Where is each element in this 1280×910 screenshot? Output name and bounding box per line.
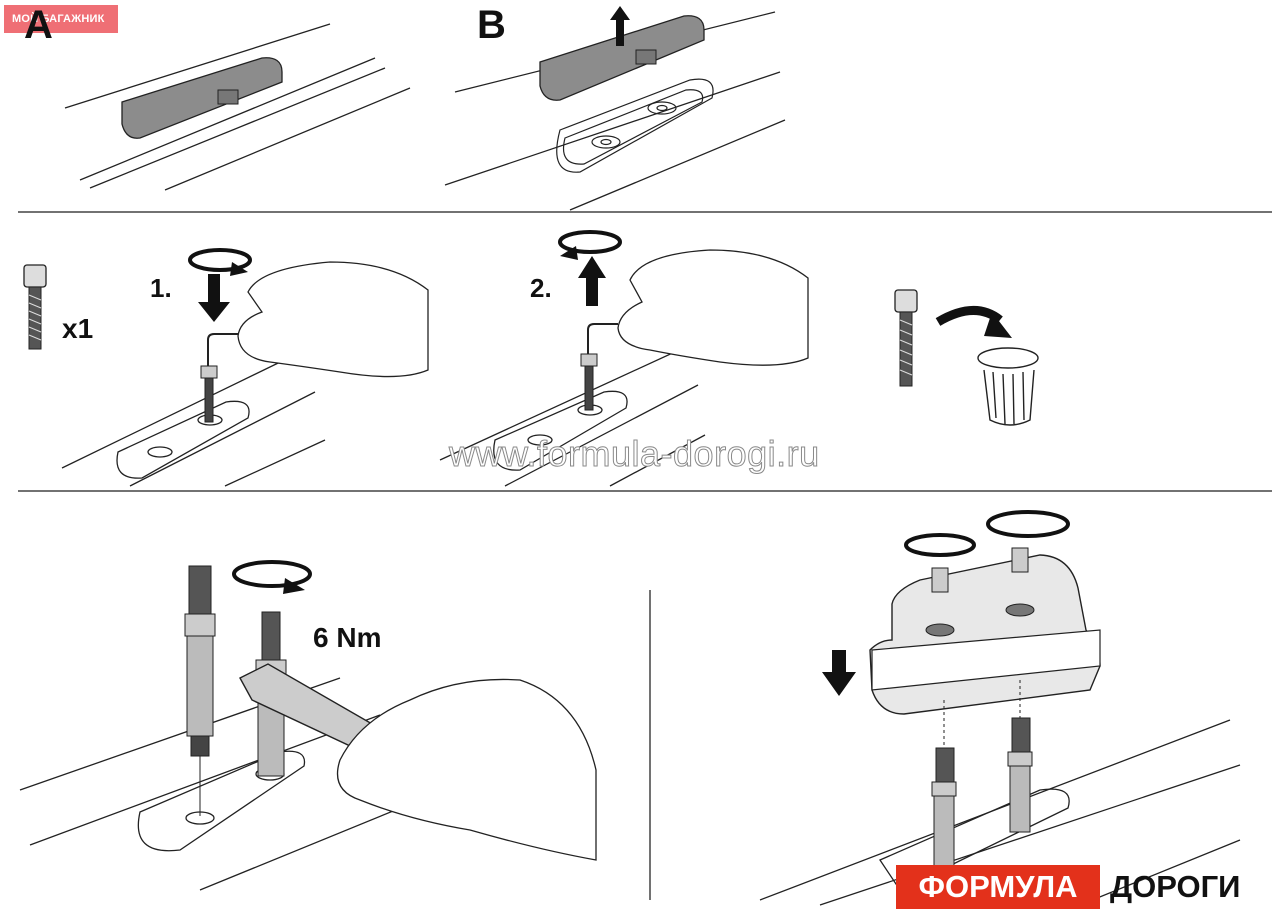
step-2-label: 2. (530, 273, 552, 303)
quantity-label: x1 (62, 313, 94, 344)
rotate-arrowhead-3 (283, 578, 305, 594)
foot-icon (869, 547, 1101, 715)
step-1-label: 1. (150, 273, 172, 303)
rotate-arrowhead (230, 262, 248, 276)
header-badge: МОЙ БАГАЖНИК (4, 5, 118, 33)
logo-part-1: ФОРМУЛА (896, 865, 1100, 909)
hand-icon (237, 261, 429, 378)
bolt-in-rail (200, 365, 218, 423)
rotate-arrowhead-2 (560, 246, 578, 260)
rotate-counterclockwise-icon-2 (904, 510, 1070, 557)
insert-icon (977, 347, 1039, 426)
up-arrow-icon (610, 6, 630, 46)
step1-rail (61, 349, 326, 487)
stud-icon (184, 565, 216, 816)
curved-arrowhead (984, 312, 1012, 338)
hand-icon-3 (336, 678, 597, 861)
rotate-counterclockwise-icon (558, 230, 622, 254)
rotate-clockwise-icon (188, 248, 252, 272)
row3-rail (19, 677, 421, 891)
panel-b-slot (556, 78, 714, 173)
rotate-clockwise-icon-2 (232, 560, 312, 588)
hand-icon-2 (617, 249, 809, 366)
logo-part-2: ДОРОГИ (1110, 869, 1241, 904)
step2-rail (439, 344, 706, 487)
torque-label: 6 Nm (313, 622, 382, 653)
hex-key-icon-2 (587, 323, 618, 356)
bolt-icon (23, 264, 47, 350)
panel-a-rail (64, 23, 411, 191)
bolt-in-rail-2 (580, 353, 598, 411)
step-a-label: A (24, 3, 53, 47)
panel-a-cover (121, 57, 283, 139)
watermark-text: www.formula-dorogi.ru (449, 433, 820, 474)
step-b-label: B (477, 3, 506, 47)
down-arrow-icon (198, 274, 230, 322)
down-arrow-icon-2 (822, 650, 856, 696)
hex-key-icon (207, 333, 238, 370)
foot-studs (931, 680, 1033, 867)
up-arrow-icon-2 (578, 256, 606, 306)
panel-b-cover (539, 15, 705, 101)
foot-rail (759, 719, 1241, 906)
bolt-icon-2 (894, 289, 918, 387)
badge-label: МОЙ БАГАЖНИК (12, 13, 105, 25)
